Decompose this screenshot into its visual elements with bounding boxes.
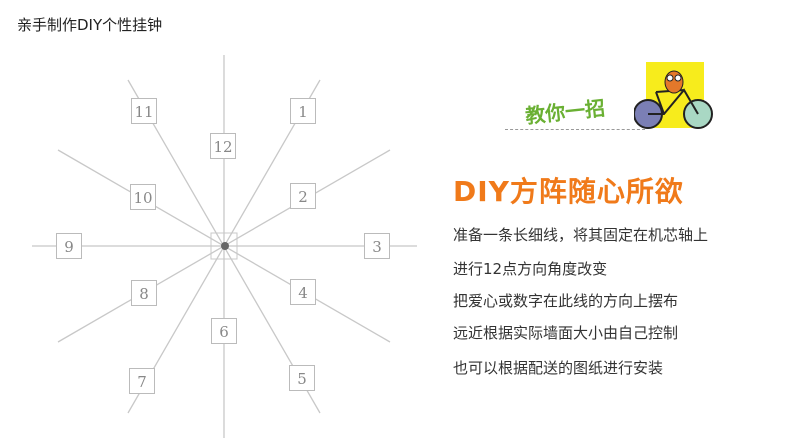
number-box-12: 12 (210, 133, 236, 159)
clock-layout-diagram (32, 55, 417, 438)
number-box-9: 9 (56, 233, 82, 259)
step-1: 准备一条长细线，将其固定在机芯轴上 (453, 226, 709, 244)
number-box-6: 6 (211, 318, 237, 344)
number-box-5: 5 (289, 365, 315, 391)
number-box-1: 1 (290, 98, 316, 124)
step-4: 远近根据实际墙面大小由自己控制 (453, 324, 679, 342)
section-heading: DIY方阵随心所欲 (453, 175, 684, 208)
step-3: 把爱心或数字在此线的方向上摆布 (453, 292, 679, 310)
page-title: 亲手制作DIY个性挂钟 (17, 16, 163, 34)
number-box-7: 7 (129, 368, 155, 394)
center-box (210, 232, 238, 260)
number-box-11: 11 (131, 98, 157, 124)
number-box-4: 4 (290, 279, 316, 305)
dashed-divider (505, 129, 645, 130)
teach-tip-label: 教你一招 (524, 95, 607, 129)
step-5: 也可以根据配送的图纸进行安装 (453, 359, 664, 377)
number-box-10: 10 (130, 184, 156, 210)
number-box-3: 3 (364, 233, 390, 259)
number-box-8: 8 (131, 280, 157, 306)
owl-bicycle-illustration (634, 62, 713, 129)
center-axis-dot (221, 242, 229, 250)
step-2: 进行12点方向角度改变 (453, 260, 608, 278)
number-box-2: 2 (290, 183, 316, 209)
